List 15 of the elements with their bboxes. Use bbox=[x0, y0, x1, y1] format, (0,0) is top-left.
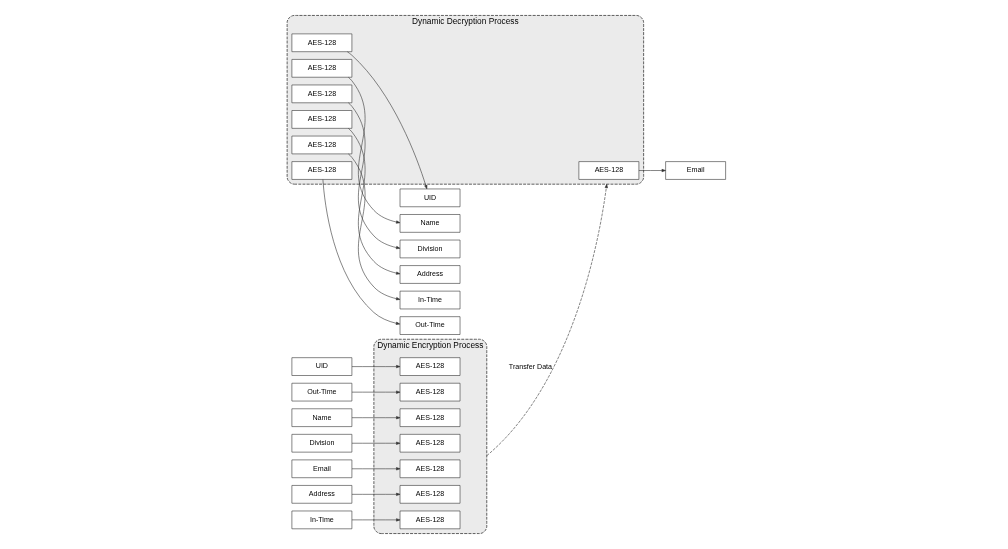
arrow bbox=[351, 365, 401, 369]
arrow bbox=[348, 102, 401, 250]
arrow bbox=[638, 168, 666, 173]
arrow bbox=[348, 128, 401, 275]
arrow bbox=[322, 179, 401, 325]
arrow bbox=[351, 518, 401, 522]
arrow bbox=[348, 153, 401, 301]
arrow bbox=[351, 390, 401, 394]
arrow bbox=[347, 51, 428, 190]
arrow bbox=[351, 467, 401, 471]
arrow bbox=[348, 77, 401, 224]
arrow bbox=[351, 416, 401, 420]
arrow bbox=[351, 441, 401, 445]
arrow bbox=[351, 492, 401, 496]
arrow bbox=[486, 183, 608, 456]
